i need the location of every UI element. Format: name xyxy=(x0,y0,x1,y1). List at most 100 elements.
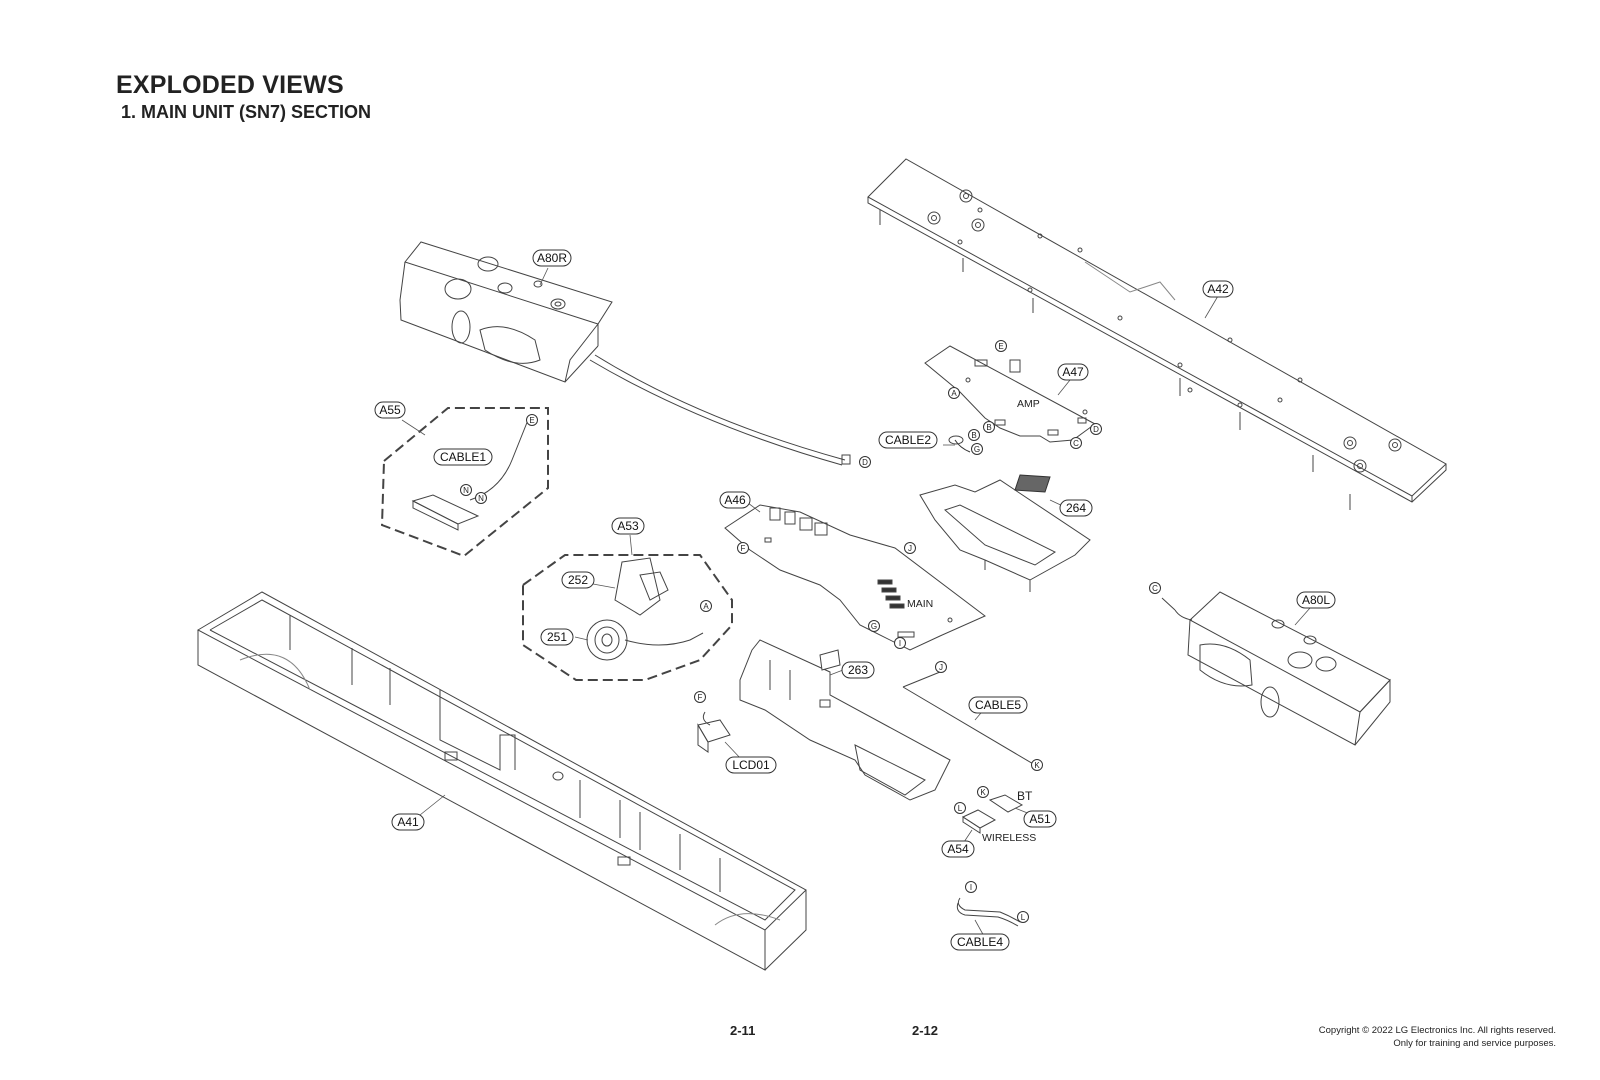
callout-a41: A41 xyxy=(391,813,425,831)
svg-text:A: A xyxy=(703,602,709,611)
board-labels: AMP MAIN BT WIRELESS xyxy=(907,398,1040,844)
connector-k1: K xyxy=(1031,759,1043,771)
connector-b2: B xyxy=(968,429,980,441)
svg-text:A: A xyxy=(951,389,957,398)
connector-markers: E A B C D B G D E N N F J G I A C J F K … xyxy=(460,340,1161,923)
connector-d2: D xyxy=(859,456,871,468)
svg-text:B: B xyxy=(971,431,976,440)
svg-text:A46: A46 xyxy=(724,493,746,507)
svg-text:I: I xyxy=(899,639,901,648)
svg-text:LCD01: LCD01 xyxy=(732,758,770,772)
svg-text:J: J xyxy=(939,663,943,672)
page-number-left: 2-11 xyxy=(730,1023,756,1038)
amp-label: AMP xyxy=(1017,398,1040,410)
lcd01-module xyxy=(697,711,731,753)
a80r-speaker xyxy=(399,241,851,466)
svg-text:C: C xyxy=(1073,439,1079,448)
section-subtitle: 1. MAIN UNIT (SN7) SECTION xyxy=(121,102,372,122)
a46-main-board xyxy=(724,504,986,651)
svg-text:CABLE5: CABLE5 xyxy=(975,698,1021,712)
connector-f1: F xyxy=(737,542,749,554)
a41-bottom-cover xyxy=(196,591,807,971)
callout-a80r: A80R xyxy=(532,249,572,267)
callout-a42: A42 xyxy=(1202,280,1234,298)
cable4 xyxy=(956,897,1021,927)
cable2 xyxy=(948,435,971,453)
svg-text:L: L xyxy=(1021,913,1026,922)
callout-cable2: CABLE2 xyxy=(878,431,938,449)
connector-l2: L xyxy=(1017,911,1029,923)
a47-amp-board xyxy=(924,345,1096,443)
264-shield xyxy=(919,474,1091,592)
svg-text:A55: A55 xyxy=(379,403,401,417)
copyright-notice: Copyright © 2022 LG Electronics Inc. All… xyxy=(1319,1024,1556,1050)
callout-cable5: CABLE5 xyxy=(968,696,1028,714)
a54-wireless-module xyxy=(961,809,997,834)
connector-e1: E xyxy=(995,340,1007,352)
a51-bt-module xyxy=(988,794,1024,813)
svg-text:A51: A51 xyxy=(1029,812,1051,826)
svg-text:F: F xyxy=(741,544,746,553)
svg-text:K: K xyxy=(1034,761,1040,770)
svg-text:A47: A47 xyxy=(1062,365,1084,379)
page-title: EXPLODED VIEWS xyxy=(116,71,344,99)
svg-text:A53: A53 xyxy=(617,519,639,533)
connector-k2: K xyxy=(977,786,989,798)
svg-text:N: N xyxy=(478,494,484,503)
connector-l1: L xyxy=(954,802,966,814)
svg-text:G: G xyxy=(871,622,877,631)
connector-a2: A xyxy=(700,600,712,612)
connector-j2: J xyxy=(935,661,947,673)
callout-cable1: CABLE1 xyxy=(433,448,493,466)
svg-text:I: I xyxy=(970,883,972,892)
connector-g2: G xyxy=(868,620,880,632)
callout-cable4: CABLE4 xyxy=(950,933,1010,951)
263-frame xyxy=(739,639,951,801)
svg-text:D: D xyxy=(1093,425,1099,434)
connector-d1: D xyxy=(1090,423,1102,435)
svg-text:A54: A54 xyxy=(947,842,969,856)
callout-a46: A46 xyxy=(719,491,751,509)
svg-text:CABLE4: CABLE4 xyxy=(957,935,1003,949)
svg-text:263: 263 xyxy=(848,663,868,677)
svg-text:D: D xyxy=(862,458,868,467)
cable5 xyxy=(902,671,1036,766)
connector-n2: N xyxy=(475,492,487,504)
connector-i2: I xyxy=(965,881,977,893)
svg-text:E: E xyxy=(529,416,534,425)
callout-a51: A51 xyxy=(1023,810,1057,828)
callout-lcd01: LCD01 xyxy=(725,756,777,774)
connector-j1: J xyxy=(904,542,916,554)
connector-a1: A xyxy=(948,387,960,399)
a55-group xyxy=(380,407,549,558)
callout-a53: A53 xyxy=(611,517,645,535)
copyright-line-2: Only for training and service purposes. xyxy=(1393,1038,1556,1049)
a80l-speaker xyxy=(1161,591,1391,746)
svg-text:264: 264 xyxy=(1066,501,1086,515)
connector-g1: G xyxy=(971,443,983,455)
connector-f2: F xyxy=(694,691,706,703)
svg-text:G: G xyxy=(974,445,980,454)
svg-text:251: 251 xyxy=(547,630,567,644)
callout-263: 263 xyxy=(841,661,875,679)
svg-text:CABLE1: CABLE1 xyxy=(440,450,486,464)
callout-a47: A47 xyxy=(1057,363,1089,381)
svg-text:J: J xyxy=(908,544,912,553)
svg-text:252: 252 xyxy=(568,573,588,587)
connector-e2: E xyxy=(526,414,538,426)
a53-group xyxy=(522,554,733,681)
svg-text:E: E xyxy=(998,342,1003,351)
callout-a80l: A80L xyxy=(1296,591,1336,609)
svg-text:A80L: A80L xyxy=(1302,593,1330,607)
svg-text:A80R: A80R xyxy=(537,251,567,265)
svg-text:B: B xyxy=(986,423,991,432)
connector-i1: I xyxy=(894,637,906,649)
callout-252: 252 xyxy=(561,571,595,589)
callout-264: 264 xyxy=(1059,499,1093,517)
page-number-right: 2-12 xyxy=(912,1023,939,1038)
svg-text:K: K xyxy=(980,788,986,797)
callout-251: 251 xyxy=(540,628,574,646)
connector-c1: C xyxy=(1070,437,1082,449)
callout-labels: A80R A42 A47 CABLE2 A55 CABLE1 A46 264 A… xyxy=(374,249,1336,951)
